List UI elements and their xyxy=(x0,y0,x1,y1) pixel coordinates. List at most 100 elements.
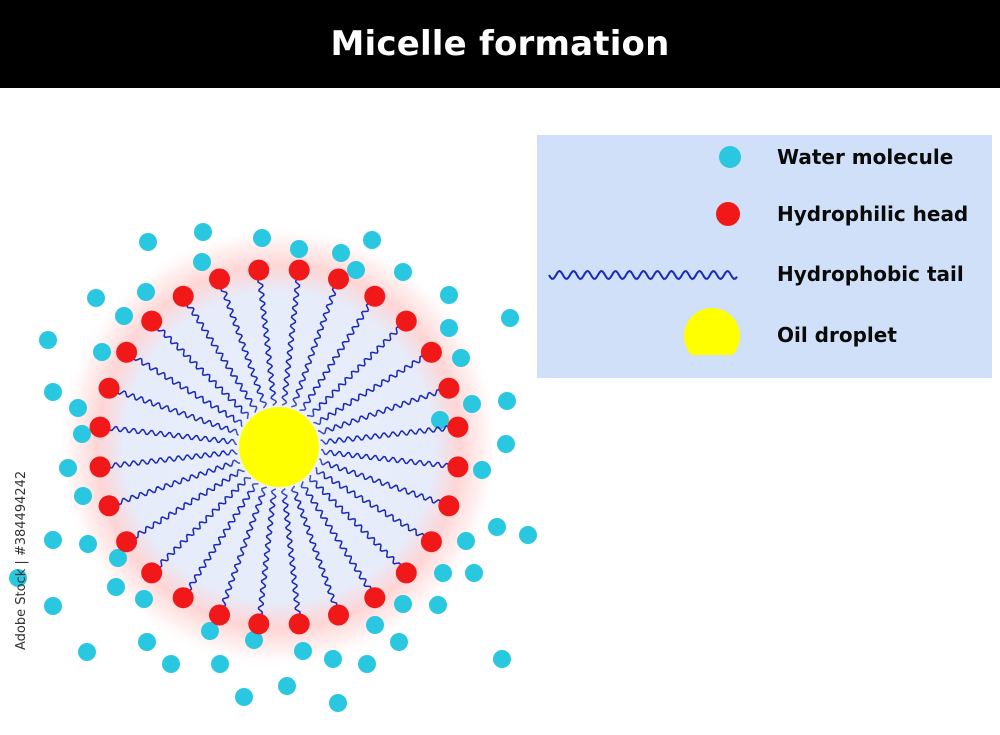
water-molecule xyxy=(79,535,97,553)
water-molecule xyxy=(324,650,342,668)
hydrophilic-heads xyxy=(89,259,469,635)
hydrophilic-head xyxy=(364,587,386,609)
water-molecule xyxy=(501,309,519,327)
hydrophobic-tail xyxy=(256,269,278,406)
hydrophilic-head xyxy=(172,285,194,307)
water-molecule xyxy=(44,383,62,401)
water-molecule xyxy=(59,459,77,477)
water-molecule xyxy=(465,564,483,582)
oil-droplet xyxy=(239,407,319,487)
water-molecules xyxy=(9,223,537,712)
hydrophobic-tail xyxy=(108,459,241,509)
oil-droplet-icon xyxy=(684,308,740,355)
hydrophobic-tail xyxy=(320,424,459,445)
hydrophilic-head xyxy=(447,416,469,438)
water-molecule xyxy=(253,229,271,247)
water-molecule xyxy=(44,531,62,549)
legend: Water molecule Hydrophilic head Hydropho… xyxy=(537,135,992,378)
wavy-tail-icon xyxy=(548,269,738,281)
water-molecule xyxy=(366,616,384,634)
water-molecule xyxy=(394,263,412,281)
hydrophilic-head-icon xyxy=(716,202,740,226)
water-molecule xyxy=(278,677,296,695)
hydrophobic-tail xyxy=(299,295,375,412)
hydrophobic-tail xyxy=(217,278,268,409)
hydrophilic-head xyxy=(98,495,120,517)
hydrophobic-tail xyxy=(290,485,341,616)
hydrophilic-head xyxy=(328,604,349,626)
hydrophobic-tail xyxy=(280,488,302,625)
hydrophobic-tail xyxy=(317,385,450,435)
hydrophobic-tail xyxy=(320,448,459,470)
hydrophobic-tail xyxy=(183,482,259,599)
water-molecule xyxy=(109,549,127,567)
hydrophobic-tail xyxy=(99,424,238,446)
water-molecule xyxy=(329,694,347,712)
water-molecule xyxy=(74,487,92,505)
hydrophilic-head xyxy=(209,604,230,626)
stock-credit: Adobe Stock | #384494242 xyxy=(14,471,34,660)
legend-label-oil: Oil droplet xyxy=(777,323,897,347)
hydrophilic-head xyxy=(438,377,460,399)
hydrophobic-tail xyxy=(218,486,267,616)
water-molecule xyxy=(137,283,155,301)
page-title: Micelle formation xyxy=(330,24,670,64)
water-molecule xyxy=(107,578,125,596)
legend-item-water: Water molecule xyxy=(537,135,992,185)
hydrophobic-tail xyxy=(150,320,249,419)
hydrophobic-tail xyxy=(315,466,433,542)
legend-label-tail: Hydrophobic tail xyxy=(777,262,964,286)
water-molecule xyxy=(431,411,449,429)
water-molecule xyxy=(87,289,105,307)
title-bar: Micelle formation xyxy=(0,0,1000,88)
hydrophobic-tail xyxy=(99,449,238,470)
water-molecule xyxy=(394,595,412,613)
hydrophilic-head xyxy=(141,310,163,332)
water-molecule xyxy=(138,633,156,651)
hydrophobic-tail xyxy=(291,278,340,408)
water-molecule xyxy=(497,435,515,453)
hydrophobic-tail xyxy=(281,269,302,406)
water-molecule xyxy=(73,425,91,443)
legend-label-head: Hydrophilic head xyxy=(777,202,969,226)
water-molecule xyxy=(78,643,96,661)
water-molecule xyxy=(139,233,157,251)
water-molecule xyxy=(390,633,408,651)
water-molecule xyxy=(440,319,458,337)
hydrophobic-tail xyxy=(108,387,239,436)
hydrophilic-head xyxy=(420,341,442,363)
water-molecule xyxy=(9,569,27,587)
hydrophobic-tail xyxy=(306,319,407,418)
water-molecule xyxy=(452,349,470,367)
hydrophobic-tail xyxy=(126,468,245,544)
hydrophilic-head xyxy=(364,285,386,307)
water-molecule xyxy=(235,688,253,706)
legend-item-tail: Hydrophobic tail xyxy=(537,250,992,300)
water-molecule xyxy=(440,286,458,304)
water-molecule xyxy=(193,253,211,271)
hydrophilic-head xyxy=(248,259,270,281)
hydrophilic-head xyxy=(116,341,138,363)
hydrophilic-head xyxy=(209,268,230,290)
hydrophilic-head xyxy=(420,531,442,553)
hydrophilic-head xyxy=(248,613,270,635)
water-molecule xyxy=(434,564,452,582)
water-molecule xyxy=(347,261,365,279)
hydrophilic-head xyxy=(395,562,417,584)
hydrophobic-tail xyxy=(181,296,258,413)
hydrophobic-tails xyxy=(99,269,459,625)
hydrophilic-head xyxy=(98,377,120,399)
water-molecule xyxy=(294,642,312,660)
hydrophilic-head xyxy=(447,456,469,478)
credit-text: Adobe Stock | #384494242 xyxy=(14,470,29,650)
water-molecule xyxy=(211,655,229,673)
water-molecule xyxy=(463,395,481,413)
hydrophobic-tail xyxy=(256,488,277,625)
hydrophobic-tail xyxy=(151,476,252,575)
water-molecule xyxy=(115,307,133,325)
water-molecule xyxy=(363,231,381,249)
water-molecule xyxy=(519,526,537,544)
hydrophilic-head xyxy=(141,562,163,584)
water-molecule xyxy=(358,655,376,673)
